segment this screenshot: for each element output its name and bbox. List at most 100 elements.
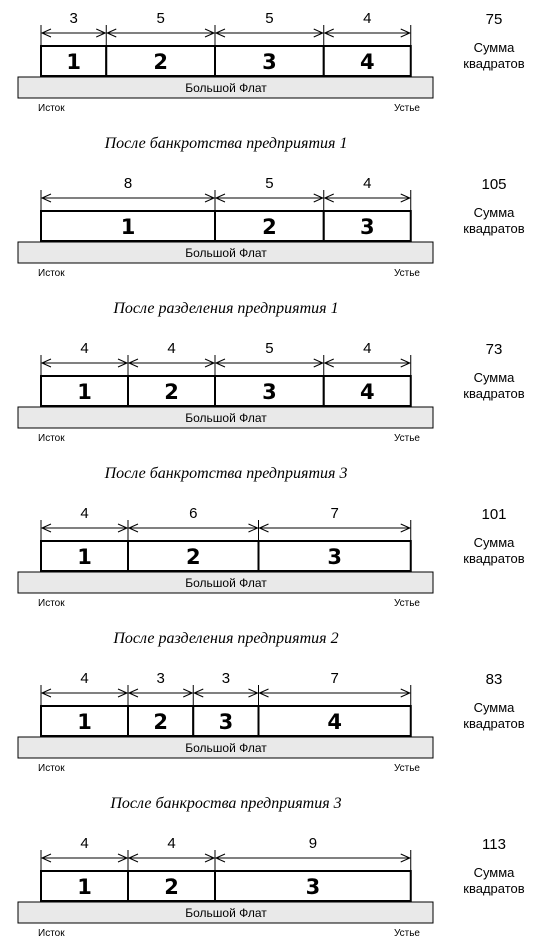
arrowhead-right — [183, 688, 194, 698]
sum-of-squares-value: 83 — [486, 671, 503, 688]
arrowhead-left — [323, 358, 334, 368]
segment-length-label: 3 — [222, 670, 230, 687]
sum-of-squares-value: 105 — [481, 176, 506, 193]
enterprise-box — [257, 540, 412, 572]
arrowhead-right — [204, 358, 216, 368]
enterprise-number: 4 — [360, 380, 375, 404]
sum-of-squares-value: 113 — [482, 836, 506, 853]
enterprise-box — [105, 45, 216, 77]
river-name-label: Большой Флат — [185, 741, 267, 755]
enterprise-box — [214, 375, 325, 407]
sum-label-line2: квадратов — [463, 56, 524, 71]
arrowhead-left — [127, 688, 139, 698]
source-label: Исток — [38, 268, 65, 279]
enterprise-number: 2 — [164, 380, 179, 404]
sum-label-line2: квадратов — [463, 716, 524, 731]
sum-of-squares-value: 73 — [486, 341, 503, 358]
enterprise-number: 2 — [164, 875, 179, 899]
enterprise-number: 1 — [77, 545, 92, 569]
arrowhead-right — [117, 358, 129, 368]
enterprise-box — [214, 210, 325, 242]
arrowhead-right — [313, 193, 324, 203]
source-label: Исток — [38, 763, 65, 774]
segment-length-label: 9 — [309, 835, 317, 852]
enterprise-box — [322, 210, 412, 242]
mouth-label: Устье — [394, 598, 420, 609]
arrowhead-right — [400, 523, 411, 533]
mouth-label: Устье — [394, 103, 420, 114]
arrowhead-left — [127, 358, 139, 368]
arrowhead-left — [40, 358, 52, 368]
enterprise-number: 1 — [66, 50, 81, 74]
segment-length-label: 7 — [330, 670, 338, 687]
segment-length-label: 5 — [265, 175, 273, 192]
enterprise-number: 2 — [153, 710, 168, 734]
source-label: Исток — [38, 103, 65, 114]
arrowhead-left — [258, 688, 269, 698]
river-name-label: Большой Флат — [185, 81, 267, 95]
source-label: Исток — [38, 598, 65, 609]
river-name-label: Большой Флат — [185, 246, 267, 260]
arrowhead-right — [117, 853, 129, 863]
enterprise-number: 1 — [77, 380, 92, 404]
arrowhead-right — [313, 358, 324, 368]
arrowhead-left — [40, 193, 52, 203]
sum-label-line2: квадратов — [463, 221, 524, 236]
arrowhead-left — [127, 523, 139, 533]
scenario-caption: После банкротства предприятия 1 — [104, 135, 348, 152]
segment-length-label: 5 — [265, 340, 273, 357]
scenario-caption: После банкроства предприятия 3 — [109, 795, 341, 812]
enterprise-number: 4 — [360, 50, 375, 74]
segment-length-label: 6 — [189, 505, 197, 522]
sum-label-line1: Сумма — [474, 865, 516, 880]
enterprise-number: 2 — [186, 545, 201, 569]
arrowhead-right — [400, 853, 411, 863]
arrowhead-left — [323, 193, 334, 203]
enterprise-number: 1 — [77, 875, 92, 899]
sum-label-line2: квадратов — [463, 386, 524, 401]
sum-label-line2: квадратов — [463, 551, 524, 566]
arrowhead-left — [214, 853, 226, 863]
sum-label-line2: квадратов — [463, 881, 524, 896]
arrowhead-right — [400, 193, 411, 203]
enterprise-number: 2 — [262, 215, 277, 239]
river-name-label: Большой Флат — [185, 906, 267, 920]
segment-length-label: 3 — [156, 670, 164, 687]
mouth-label: Устье — [394, 928, 420, 939]
enterprise-box — [127, 870, 216, 902]
arrowhead-right — [117, 523, 129, 533]
segment-length-label: 7 — [330, 505, 338, 522]
enterprise-box — [40, 210, 216, 242]
arrowhead-right — [248, 688, 259, 698]
arrowhead-right — [117, 688, 129, 698]
enterprise-number: 1 — [121, 215, 136, 239]
enterprise-box — [40, 540, 129, 572]
enterprise-number: 2 — [153, 50, 168, 74]
arrowhead-left — [258, 523, 269, 533]
enterprise-number: 4 — [327, 710, 342, 734]
arrowhead-left — [214, 28, 226, 38]
enterprise-box — [322, 375, 412, 407]
segment-length-label: 4 — [80, 505, 88, 522]
arrowhead-left — [40, 853, 52, 863]
arrowhead-left — [40, 523, 52, 533]
source-label: Исток — [38, 928, 65, 939]
mouth-label: Устье — [394, 433, 420, 444]
enterprise-number: 1 — [77, 710, 92, 734]
river-name-label: Большой Флат — [185, 576, 267, 590]
enterprise-number: 3 — [262, 50, 277, 74]
source-label: Исток — [38, 433, 65, 444]
sum-label-line1: Сумма — [474, 700, 516, 715]
arrowhead-right — [96, 28, 107, 38]
segment-length-label: 5 — [265, 10, 273, 27]
sum-label-line1: Сумма — [474, 40, 516, 55]
scenario-caption: После разделения предприятия 1 — [112, 300, 338, 317]
segment-length-label: 4 — [80, 670, 88, 687]
segment-length-label: 4 — [80, 340, 88, 357]
arrowhead-left — [40, 688, 52, 698]
arrowhead-right — [248, 523, 259, 533]
segment-length-label: 4 — [80, 835, 88, 852]
enterprise-number: 3 — [327, 545, 342, 569]
enterprise-box — [40, 45, 108, 77]
